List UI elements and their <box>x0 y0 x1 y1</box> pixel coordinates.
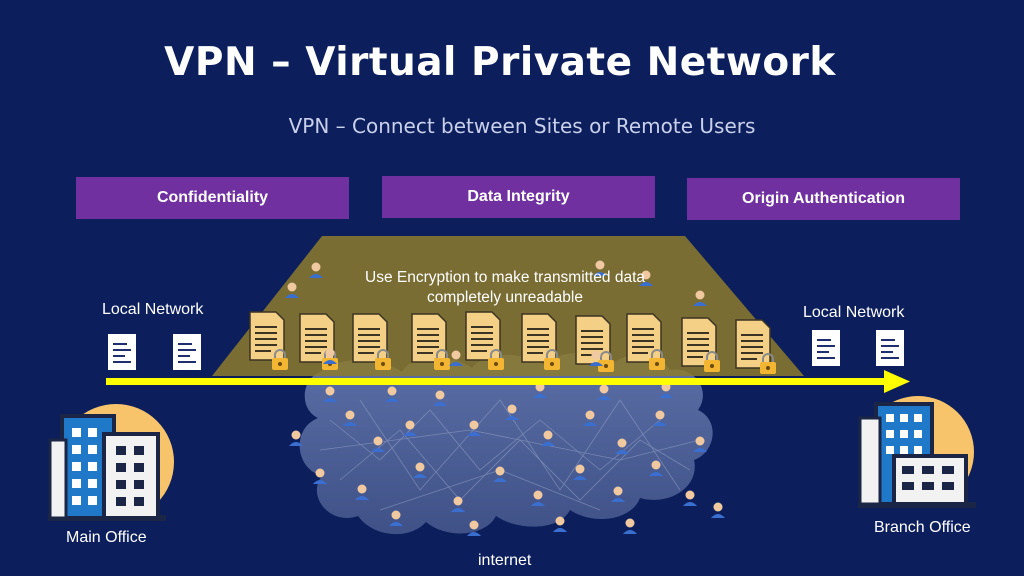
left-local-docs <box>108 334 201 370</box>
right-network-label: Local Network <box>803 304 905 321</box>
branch-office-label: Branch Office <box>874 519 971 536</box>
right-local-docs <box>812 330 904 366</box>
slide-subtitle: VPN – Connect between Sites or Remote Us… <box>288 114 756 138</box>
slide-title: VPN – Virtual Private Network <box>164 40 836 85</box>
pillar-confidentiality: Confidentiality <box>76 177 349 219</box>
pillar-data-integrity: Data Integrity <box>382 176 655 218</box>
branch-office-building <box>858 396 976 508</box>
tunnel-caption: Use Encryption to make transmitted data … <box>365 269 645 306</box>
main-office-label: Main Office <box>66 529 147 546</box>
left-network-label: Local Network <box>102 301 204 318</box>
pillar-origin-authentication: Origin Authentication <box>687 178 960 220</box>
internet-label: internet <box>478 552 532 569</box>
main-office-building <box>48 404 174 521</box>
vpn-arrow <box>106 370 910 393</box>
